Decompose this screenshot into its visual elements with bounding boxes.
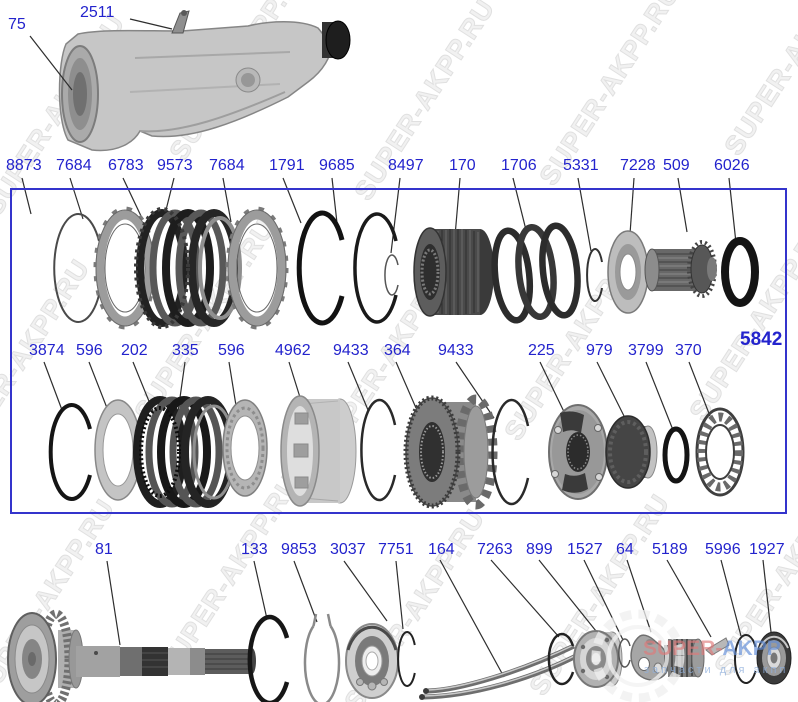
part-oring-6026	[721, 237, 759, 307]
part-needle-bearing-370	[695, 407, 745, 497]
part-number-label: 164	[428, 541, 455, 558]
transmission-case	[58, 10, 351, 152]
part-number-label: 979	[586, 342, 613, 359]
part-snap-ring-5331	[586, 248, 603, 302]
part-number-label: 7228	[620, 157, 656, 174]
part-number-label: 170	[449, 157, 476, 174]
part-number-label: 75	[8, 16, 26, 33]
part-number-label: 1791	[269, 157, 305, 174]
part-number-label: 1527	[567, 541, 603, 558]
brand-watermark-title: SUPER-AKPP	[643, 637, 781, 660]
part-number-label: 202	[121, 342, 148, 359]
part-snap-ring-9433	[360, 398, 397, 502]
part-number-label: 7751	[378, 541, 414, 558]
part-snap-ring-3874	[48, 403, 92, 501]
part-number-label: 7263	[477, 541, 513, 558]
part-snap-ring-1791	[296, 210, 345, 326]
part-hub-979	[605, 415, 658, 489]
part-ball-bearing-3037	[345, 623, 399, 699]
kit-number-label: 5842	[740, 329, 783, 350]
part-coil-springs-1706	[491, 222, 581, 324]
part-sprag-drum-170	[413, 227, 494, 317]
part-number-label: 335	[172, 342, 199, 359]
part-number-label: 3874	[29, 342, 65, 359]
part-drum-4962	[280, 395, 357, 507]
part-number-label: 225	[528, 342, 555, 359]
part-snap-ring-7263	[547, 632, 575, 686]
part-number-label: 9433	[333, 342, 369, 359]
part-number-label: 7684	[209, 157, 245, 174]
part-number-label: 1927	[749, 541, 785, 558]
part-snap-ring-7751	[397, 631, 416, 687]
part-parking-wedge	[705, 637, 730, 656]
part-ring-596-2	[222, 399, 268, 497]
part-snap-ring-8873	[53, 213, 100, 323]
part-snap-ring-8497	[384, 254, 399, 296]
part-number-label: 596	[76, 342, 103, 359]
part-number-label: 364	[384, 342, 411, 359]
part-oring-3799	[662, 426, 690, 484]
part-clutch-pack-202-335	[133, 396, 236, 508]
part-snap-ring-9685	[353, 212, 398, 324]
part-number-label: 7684	[56, 157, 92, 174]
part-snap-ring-1527	[618, 638, 631, 668]
brand-gear-icon	[591, 609, 685, 702]
part-number-label: 8873	[6, 157, 42, 174]
part-number-label: 81	[95, 541, 113, 558]
part-number-label: 2511	[80, 4, 115, 21]
part-thrust-washer-7228	[607, 230, 649, 314]
overhaul-kit-box	[10, 188, 787, 514]
part-number-label: 3799	[628, 342, 664, 359]
part-number-label: 6026	[714, 157, 750, 174]
part-snap-ring-5996	[734, 634, 757, 684]
part-oil-tubes-164	[419, 643, 582, 700]
part-number-label: 9573	[157, 157, 193, 174]
part-number-label: 8497	[388, 157, 424, 174]
part-number-label: 1706	[501, 157, 537, 174]
part-snap-ring-9433-2	[491, 398, 530, 506]
part-number-label: 5189	[652, 541, 688, 558]
part-number-label: 64	[616, 541, 634, 558]
part-number-label: 6783	[108, 157, 144, 174]
part-number-label: 596	[218, 342, 245, 359]
part-number-label: 4962	[275, 342, 311, 359]
part-number-label: 5331	[563, 157, 599, 174]
part-number-label: 509	[663, 157, 690, 174]
part-number-label: 133	[241, 541, 268, 558]
part-pressure-plate-7684-2	[225, 206, 289, 330]
part-bearing-1927	[756, 631, 792, 685]
part-lock-ring-9853	[303, 613, 341, 702]
part-number-label: 5996	[705, 541, 741, 558]
part-planet-carrier-225	[548, 404, 608, 500]
part-number-label: 9853	[281, 541, 317, 558]
part-gear-shaft-509	[644, 240, 717, 298]
part-number-label: 370	[675, 342, 702, 359]
part-number-label: 3037	[330, 541, 366, 558]
brand-watermark-subtitle: запчасти для акпп	[644, 664, 789, 676]
part-output-shaft-81	[7, 609, 256, 702]
part-number-label: 899	[526, 541, 553, 558]
part-number-label: 9685	[319, 157, 355, 174]
part-number-label: 9433	[438, 342, 474, 359]
part-ring-596	[94, 399, 142, 501]
